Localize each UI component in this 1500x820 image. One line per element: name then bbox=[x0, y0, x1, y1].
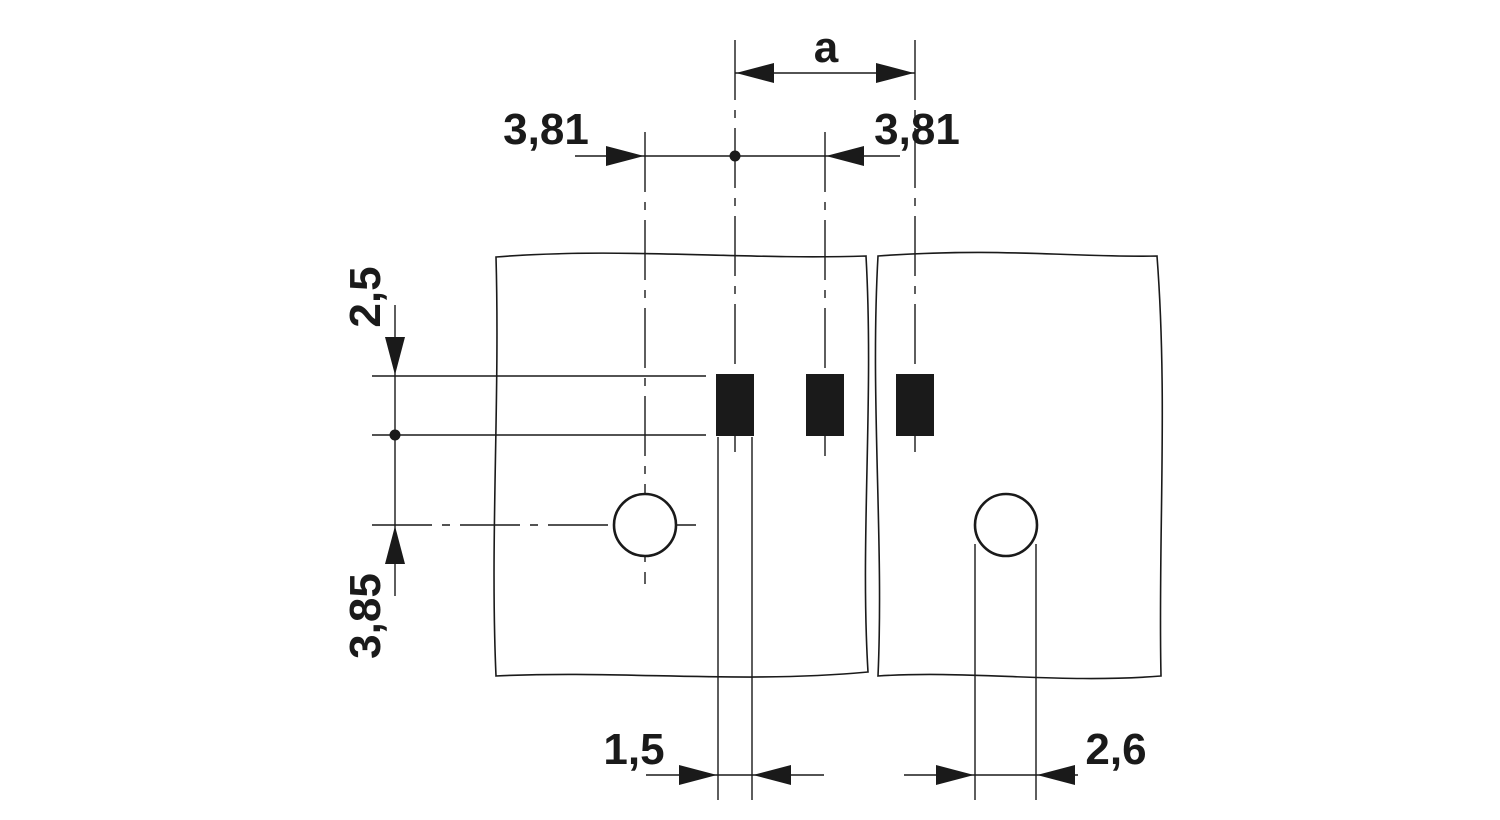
dim-381-origin-dot bbox=[729, 150, 741, 162]
dim-26-arrow-left bbox=[936, 765, 974, 785]
dim-385-arrow bbox=[385, 526, 405, 564]
dim-a-label: a bbox=[814, 23, 839, 72]
left-housing-outline bbox=[493, 252, 870, 678]
dim-385-label: 3,85 bbox=[341, 573, 390, 659]
dim-26-label: 2,6 bbox=[1085, 725, 1146, 774]
dim-15-arrow-left bbox=[679, 765, 717, 785]
dim-381-arrow-right bbox=[826, 146, 864, 166]
dim-a-arrow-right bbox=[876, 63, 914, 83]
dim-26-arrow-right bbox=[1037, 765, 1075, 785]
pin-2 bbox=[806, 374, 844, 436]
pin-3 bbox=[896, 374, 934, 436]
mounting-hole-right bbox=[973, 492, 1039, 558]
dim-381-left-label: 3,81 bbox=[503, 105, 589, 154]
dim-381-right-label: 3,81 bbox=[874, 105, 960, 154]
dim-a-arrow-left bbox=[736, 63, 774, 83]
dim-vertical-origin-dot bbox=[389, 429, 401, 441]
dim-25-label: 2,5 bbox=[341, 266, 390, 327]
dim-25-arrow bbox=[385, 337, 405, 375]
dim-15-label: 1,5 bbox=[603, 725, 664, 774]
pin-1 bbox=[716, 374, 754, 436]
mounting-hole-left bbox=[612, 492, 678, 558]
dim-381-arrow-left bbox=[606, 146, 644, 166]
right-housing-outline bbox=[874, 251, 1164, 680]
dim-15-arrow-right bbox=[753, 765, 791, 785]
